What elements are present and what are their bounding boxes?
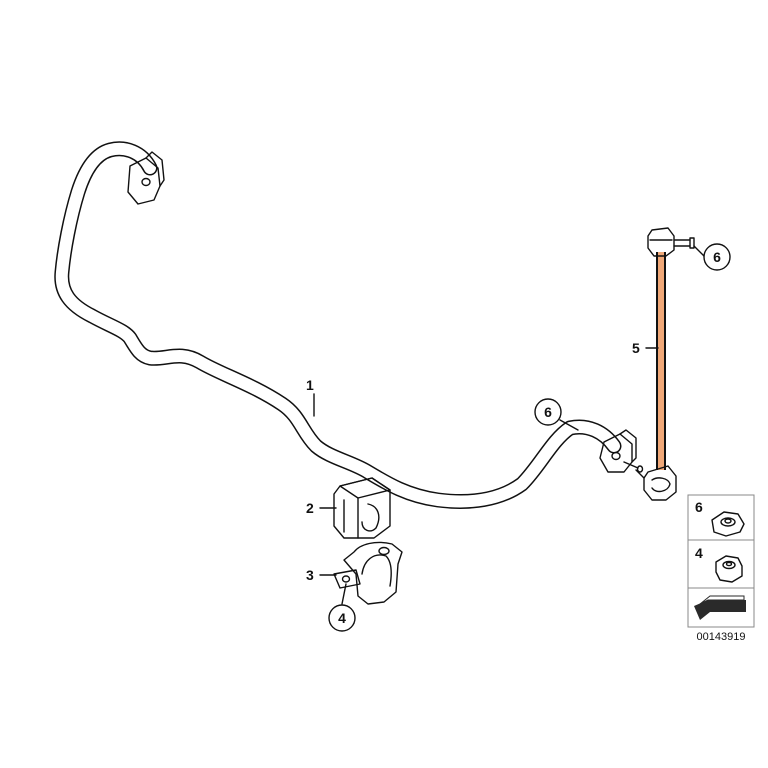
callout-2: 2 xyxy=(306,500,314,516)
legend-item-top-label: 6 xyxy=(695,499,703,515)
leader-4 xyxy=(341,583,347,605)
bar-right-bracket-flange xyxy=(619,429,637,463)
link-rod-lower-joint xyxy=(643,465,677,501)
link-rod-upper-joint xyxy=(647,227,675,257)
callout-6-bar-circle: 6 xyxy=(534,398,562,426)
stabilizer-bracket-top-hole xyxy=(378,546,390,556)
stabilizer-bar xyxy=(54,141,644,509)
stabilizer-bracket-tab xyxy=(333,569,361,589)
legend-item-bottom-label: 4 xyxy=(695,545,703,561)
rubber-mounting-top-face xyxy=(339,477,391,499)
callout-6-link-circle: 6 xyxy=(703,243,731,271)
callout-4-circle: 4 xyxy=(328,604,356,632)
hex-nut-icon xyxy=(715,555,743,583)
link-rod-upper-stud-end xyxy=(689,237,695,249)
bar-right-bracket-hole xyxy=(611,451,621,461)
callout-5: 5 xyxy=(632,340,640,356)
link-rod-upper-stud xyxy=(673,239,691,247)
callout-1: 1 xyxy=(306,377,314,393)
rubber-mounting-slot xyxy=(361,503,380,532)
legend-panel: 6 4 xyxy=(687,494,755,628)
link-rod-lower-joint-ring xyxy=(651,477,671,493)
callout-3: 3 xyxy=(306,567,314,583)
bar-right-bolt-head xyxy=(636,465,644,473)
collar-nut-icon xyxy=(711,511,745,537)
bar-left-bracket-hole xyxy=(141,177,151,187)
link-rod-lower-stud xyxy=(635,469,645,479)
callout-6-bar: 6 xyxy=(544,404,552,420)
bar-right-bracket xyxy=(599,433,633,473)
callout-6-link: 6 xyxy=(713,249,721,265)
leader-6-bar xyxy=(559,419,579,431)
leader-6-link xyxy=(693,245,705,257)
bar-left-bracket-flange xyxy=(145,151,165,187)
direction-arrow-icon xyxy=(694,595,746,620)
stabilizer-bracket-hole xyxy=(341,575,351,583)
stabilizer-bar-fill xyxy=(55,142,620,508)
stabilizer-bracket xyxy=(333,541,403,605)
callout-4: 4 xyxy=(338,610,346,626)
link-rod-shaft xyxy=(658,252,664,470)
drawing-number: 00143919 xyxy=(697,631,746,643)
bar-right-bolt xyxy=(623,461,639,469)
stabilizer-bracket-body xyxy=(343,541,403,605)
link-rod xyxy=(635,227,695,501)
rubber-mounting xyxy=(333,477,391,539)
bar-left-bracket xyxy=(127,157,161,205)
leader-lines xyxy=(313,245,705,605)
stabilizer-bracket-inner xyxy=(361,554,392,587)
